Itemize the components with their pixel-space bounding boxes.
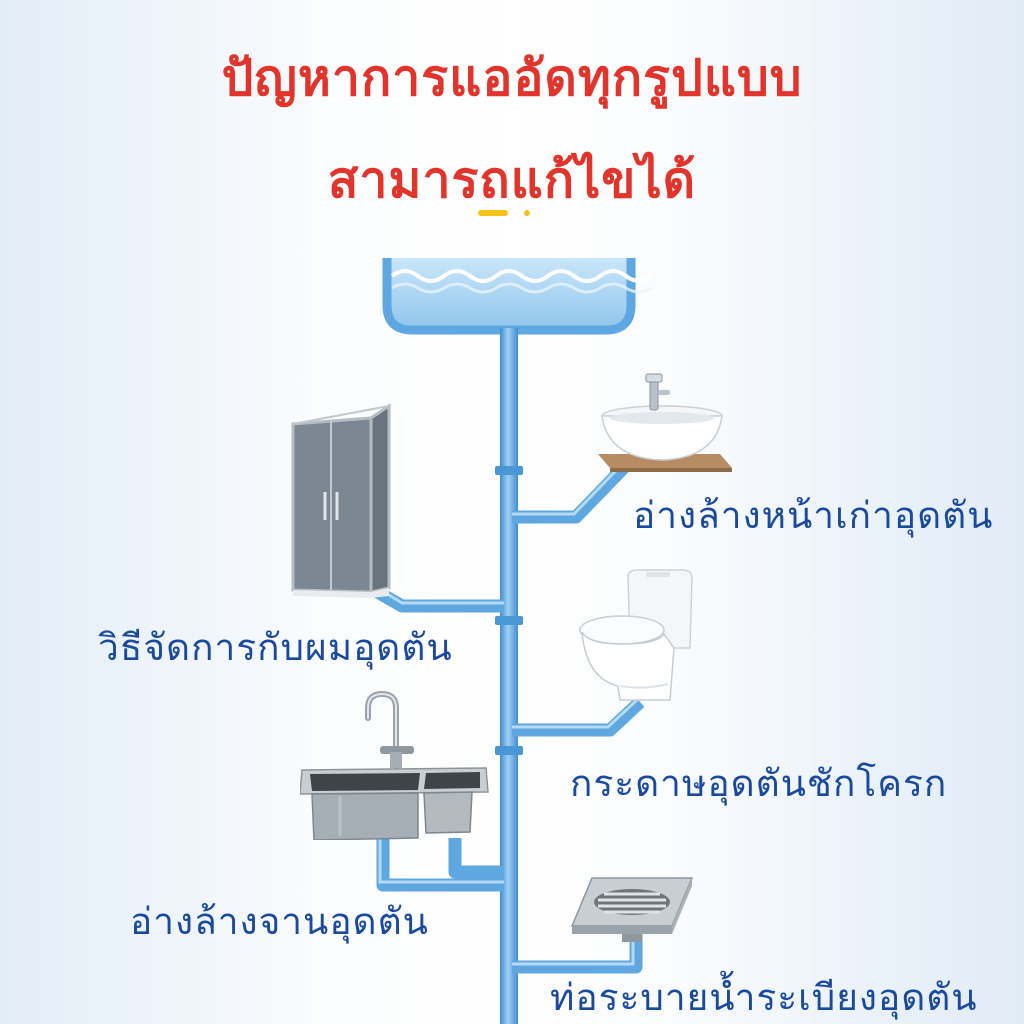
washbasin-image bbox=[598, 373, 732, 472]
pipe-coupling bbox=[495, 616, 523, 625]
shower-enclosure-image bbox=[291, 403, 391, 598]
headline-underline bbox=[478, 210, 508, 216]
pipe-coupling bbox=[495, 466, 523, 475]
floor-drain-image bbox=[570, 877, 694, 942]
kitchen-sink-drain-pipe bbox=[376, 838, 504, 892]
main-pipe bbox=[500, 328, 518, 1024]
toilet-image bbox=[579, 569, 693, 701]
label-kitchen-sink: อ่างล้างจานอุดตัน bbox=[130, 900, 429, 943]
floor-drain-pipe bbox=[512, 930, 643, 974]
toilet-drain-pipe bbox=[512, 697, 645, 737]
label-floor-drain: ท่อระบายน้ำระเบียงอุดตัน bbox=[550, 976, 978, 1019]
headline-line-1: ปัญหาการแออัดทุกรูปแบบ bbox=[221, 49, 803, 107]
washbasin-drain-pipe bbox=[512, 450, 641, 524]
water-tank bbox=[382, 258, 654, 335]
headline-dot bbox=[524, 210, 530, 216]
headline-line-2: สามารถแก้ไขได้ bbox=[327, 151, 697, 209]
label-shower: วิธีจัดการกับผมอุดตัน bbox=[98, 626, 453, 669]
label-washbasin: อ่างล้างหน้าเก่าอุดตัน bbox=[633, 494, 994, 537]
pipe-coupling bbox=[495, 746, 523, 755]
kitchen-sink-image bbox=[300, 690, 489, 840]
kitchen-sink-drain-pipe bbox=[448, 838, 504, 879]
label-toilet: กระดาษอุดตันชักโครก bbox=[570, 762, 948, 805]
water-wave bbox=[390, 269, 654, 283]
